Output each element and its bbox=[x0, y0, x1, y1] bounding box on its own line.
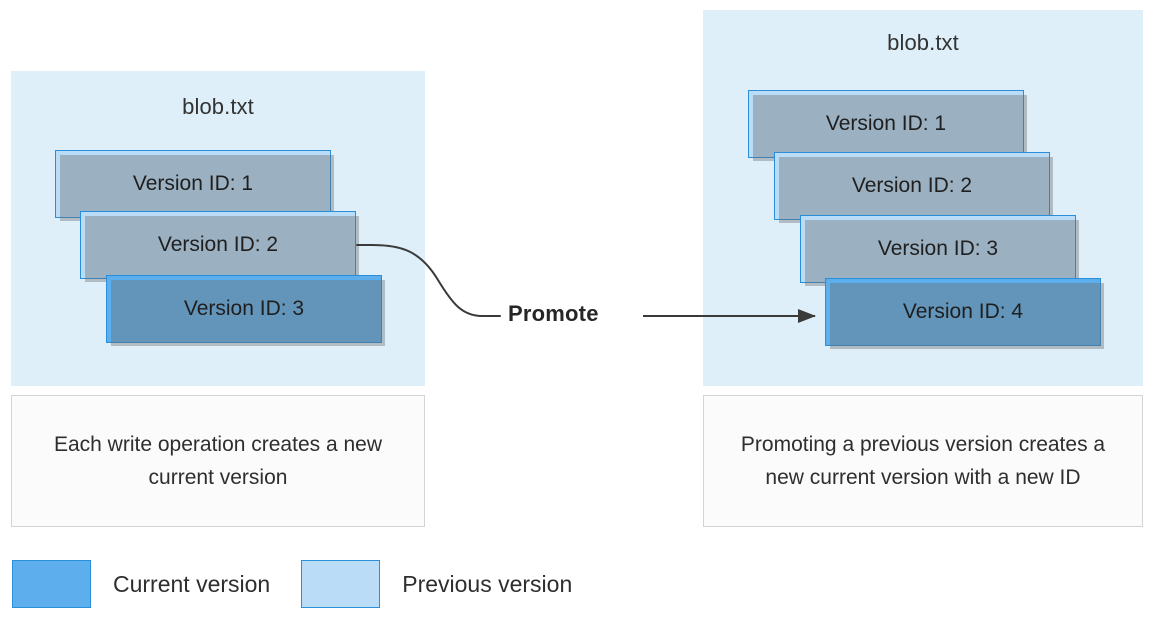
legend: Current version Previous version bbox=[12, 560, 573, 611]
caption-box-right: Promoting a previous version creates a n… bbox=[703, 395, 1145, 529]
caption-text-right: Promoting a previous version creates a n… bbox=[740, 433, 1106, 489]
version-card-label: Version ID: 3 bbox=[183, 297, 305, 320]
legend-label-previous: Previous version bbox=[402, 570, 573, 597]
legend-label-current: Current version bbox=[113, 570, 271, 597]
version-card-left-2[interactable]: Version ID: 2 bbox=[80, 211, 359, 282]
version-card-label: Version ID: 2 bbox=[851, 174, 973, 197]
version-card-label: Version ID: 1 bbox=[132, 172, 254, 195]
version-card-left-3[interactable]: Version ID: 3 bbox=[106, 275, 385, 346]
version-card-left-1[interactable]: Version ID: 1 bbox=[55, 150, 334, 221]
version-card-right-1[interactable]: Version ID: 1 bbox=[748, 90, 1027, 161]
legend-item-previous: Previous version bbox=[301, 560, 573, 611]
version-card-right-2[interactable]: Version ID: 2 bbox=[774, 152, 1053, 223]
version-card-label: Version ID: 3 bbox=[877, 237, 999, 260]
version-card-label: Version ID: 2 bbox=[157, 233, 279, 256]
version-card-label: Version ID: 1 bbox=[825, 112, 947, 135]
legend-item-current: Current version bbox=[12, 560, 271, 611]
caption-text-left: Each write operation creates a new curre… bbox=[53, 433, 382, 489]
blob-title-left: blob.txt bbox=[182, 94, 254, 119]
legend-swatch-current-icon bbox=[12, 560, 94, 611]
promote-label: Promote bbox=[508, 301, 599, 326]
blob-title-right: blob.txt bbox=[887, 30, 959, 55]
version-card-right-3[interactable]: Version ID: 3 bbox=[800, 215, 1079, 286]
version-card-label: Version ID: 4 bbox=[902, 300, 1024, 323]
legend-swatch-previous-icon bbox=[301, 560, 384, 611]
caption-box-left: Each write operation creates a new curre… bbox=[11, 395, 427, 529]
version-card-right-4[interactable]: Version ID: 4 bbox=[825, 278, 1104, 349]
